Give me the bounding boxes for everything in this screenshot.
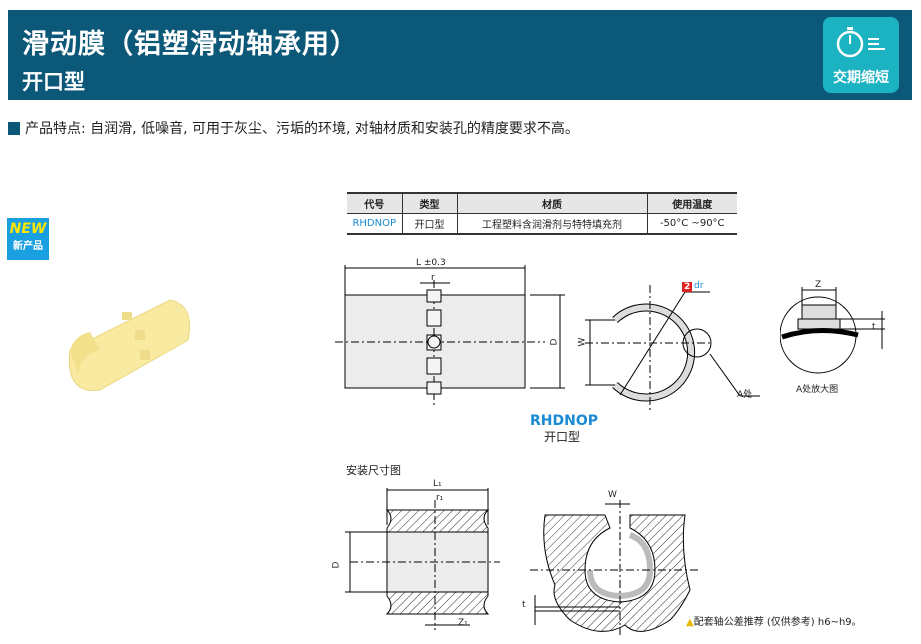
shaft-tolerance-note: ▲配套轴公差推荐 (仅供参考) h6~h9。 [686,613,862,628]
spec-table: 代号 类型 材质 使用温度 RHDNOP 开口型 工程塑料含润滑剂与特特填充剂 … [347,192,737,235]
dim-Z1: Z₁ [458,618,468,628]
dim-D: D [549,338,560,346]
dim-dr: dr [694,281,704,291]
dim-r: r [431,273,435,283]
install-title: 安装尺寸图 [346,464,401,477]
dim-Z: Z [815,280,822,290]
product-image [68,299,190,391]
new-product-badge: NEW 新产品 [7,218,49,260]
badge-label: 交期缩短 [833,70,889,86]
table-row: RHDNOP 开口型 工程塑料含润滑剂与特特填充剂 -50°C ~90°C [347,213,737,235]
detail-A-drawing [780,287,885,374]
model-type: 开口型 [544,430,581,444]
col-material: 材质 [456,192,647,214]
col-code: 代号 [347,192,402,214]
dr-marker: 2 [682,282,693,292]
warning-icon: ▲ [686,617,694,628]
short-lead-time-badge: 交期缩短 [823,17,899,93]
front-view-drawing [335,265,565,405]
dim-L: L ±0.3 [416,258,446,268]
dim-W: W [577,337,588,347]
header: 滑动膜（铝塑滑动轴承用） 开口型 [8,10,912,100]
install-section-drawing [345,488,500,630]
table-header-row: 代号 类型 材质 使用温度 [347,192,737,214]
page-subtitle: 开口型 [22,70,85,94]
col-type: 类型 [401,192,457,214]
stopwatch-icon [836,27,885,58]
cell-type: 开口型 [401,213,457,235]
dim-L1: L₁ [433,479,442,489]
features: 产品特点: 自润滑, 低噪音, 可用于灰尘、污垢的环境, 对轴材质和安装孔的精度… [8,118,579,138]
label-A: A处 [737,390,753,400]
dim-r1: r₁ [436,493,444,503]
model-code: RHDNOP [530,413,598,429]
bullet-square [8,121,20,135]
cell-code[interactable]: RHDNOP [347,213,402,235]
col-temperature: 使用温度 [646,192,737,214]
detail-A-caption: A处放大图 [796,385,839,395]
new-label: NEW [9,221,47,237]
new-product-label: 新产品 [13,241,43,252]
side-view-drawing [585,285,760,410]
page-title: 滑动膜（铝塑滑动轴承用） [22,29,358,60]
dim-W-install: W [608,490,617,500]
cell-material: 工程塑料含润滑剂与特特填充剂 [456,213,647,235]
dim-t-install: t [522,600,526,610]
install-housing-drawing [530,500,700,635]
features-text: 产品特点: 自润滑, 低噪音, 可用于灰尘、污垢的环境, 对轴材质和安装孔的精度… [25,121,579,137]
dim-t: t [872,322,876,332]
cell-temperature: -50°C ~90°C [646,213,737,235]
note-text: 配套轴公差推荐 (仅供参考) h6~h9。 [693,617,862,628]
dim-D-install: D [331,561,342,569]
